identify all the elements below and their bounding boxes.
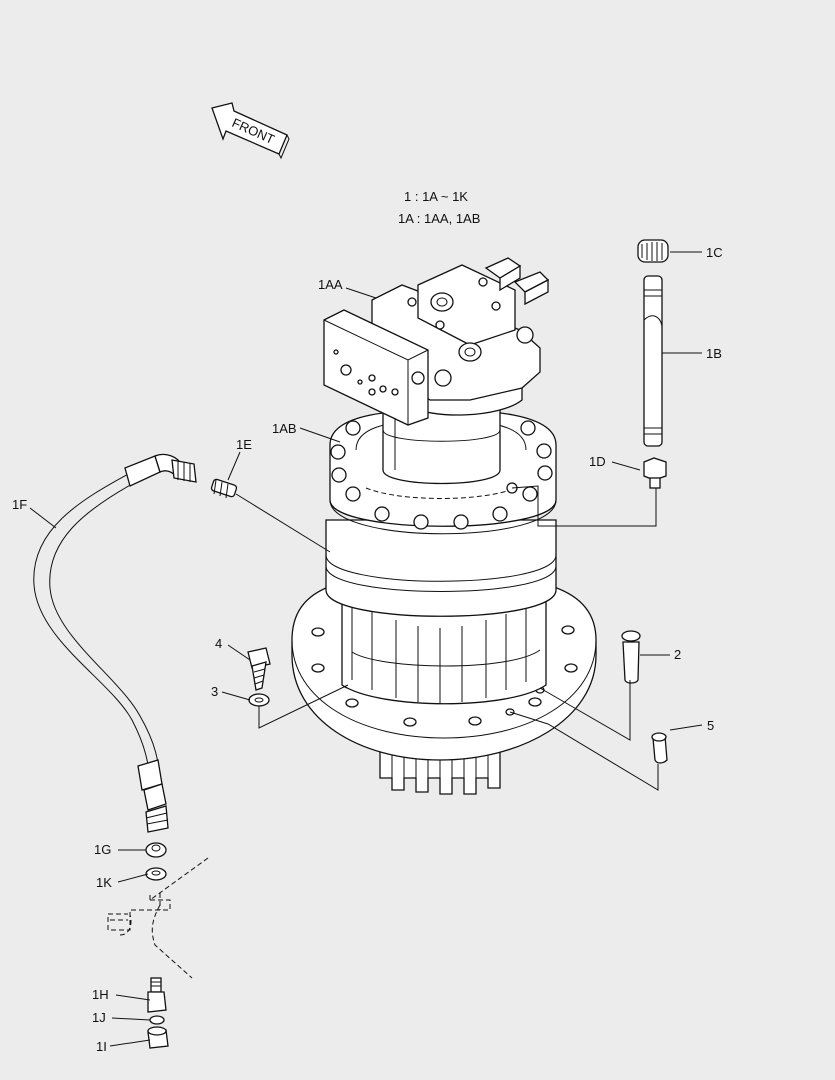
part-1B-level-gauge-pipe (643, 275, 663, 447)
part-1C-cap (637, 239, 669, 263)
hose-routing-detail (107, 857, 209, 979)
reduction-housing (341, 599, 547, 705)
callout-1AA: 1AA (318, 277, 343, 292)
part-1E-adapter (210, 478, 238, 499)
part-5-pin (651, 732, 668, 764)
part-3-washer (248, 693, 270, 707)
callout-4: 4 (215, 636, 222, 651)
callout-1K: 1K (96, 875, 112, 890)
callout-5: 5 (707, 718, 714, 733)
header-line-2: 1A : 1AA, 1AB (398, 211, 480, 226)
part-1K-oring (145, 867, 167, 881)
part-2-bolt (621, 630, 641, 684)
part-1F-hose (33, 453, 197, 833)
part-1D-plug (643, 457, 667, 489)
header-line-1: 1 : 1A ~ 1K (404, 189, 468, 204)
callout-1C: 1C (706, 245, 723, 260)
flange-bolts (330, 420, 553, 530)
callout-labels: 1AA 1AB 1C 1B 1D 1E 1F 2 3 4 5 1G 1K 1H … (12, 245, 723, 1054)
part-4-bolt (247, 647, 271, 691)
callout-1G: 1G (94, 842, 111, 857)
leader-lines (29, 251, 703, 1047)
swing-device-assembly (291, 257, 597, 795)
motor-head-1AA (323, 257, 550, 426)
callout-1AB: 1AB (272, 421, 297, 436)
callout-1J: 1J (92, 1010, 106, 1025)
part-1H-fitting (147, 977, 167, 1013)
lower-drum (325, 519, 557, 617)
callout-2: 2 (674, 647, 681, 662)
callout-1E: 1E (236, 437, 252, 452)
part-1G-nut (145, 842, 167, 858)
callout-1I: 1I (96, 1039, 107, 1054)
callout-1F: 1F (12, 497, 27, 512)
part-1I-cap-nut (147, 1026, 169, 1049)
callout-1D: 1D (589, 454, 606, 469)
callout-3: 3 (211, 684, 218, 699)
part-1J-oring (149, 1015, 165, 1025)
callout-1B: 1B (706, 346, 722, 361)
front-arrow: FRONT (211, 102, 290, 160)
callout-1H: 1H (92, 987, 109, 1002)
